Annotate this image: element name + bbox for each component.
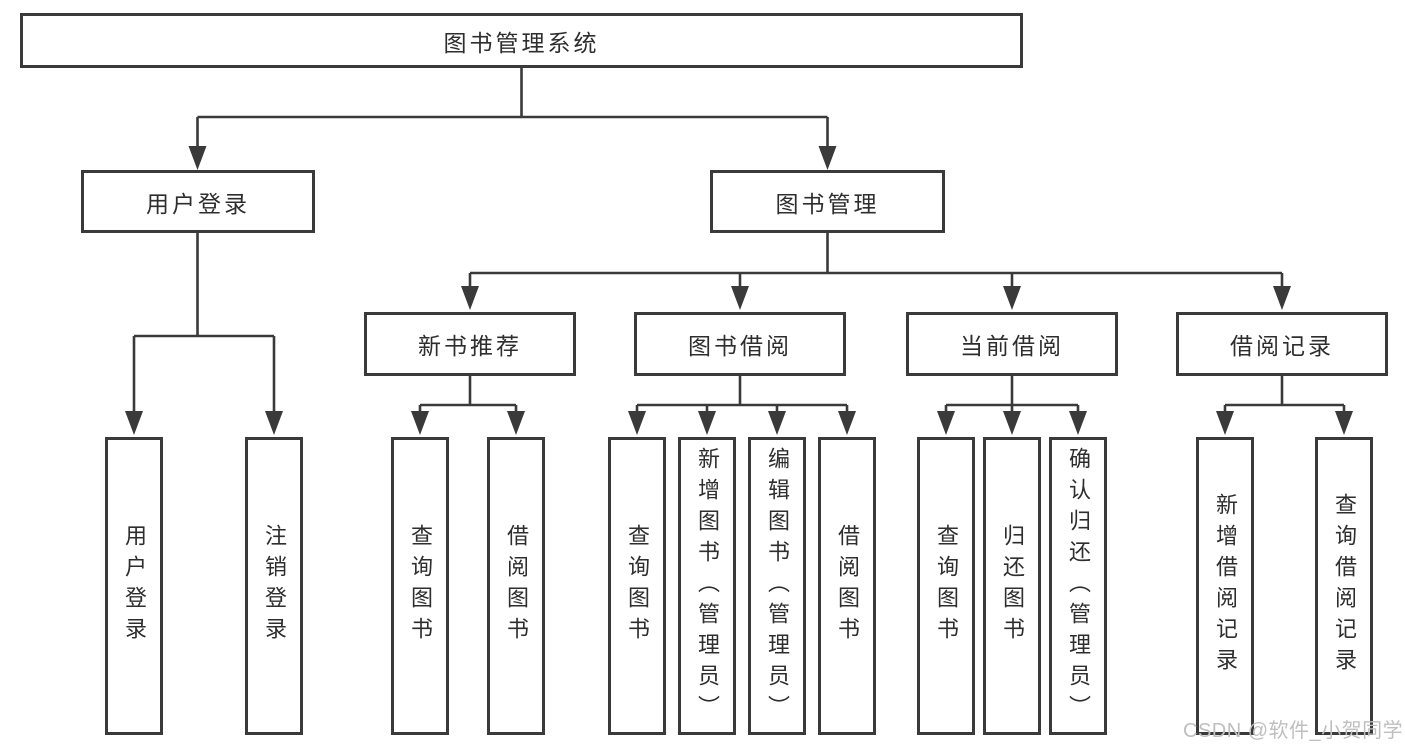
connector-current-borrow-to-leaves [937,376,1087,435]
node-borrow-records-label: 借阅记录 [1230,333,1334,359]
node-new-books-label: 新书推荐 [418,333,522,359]
leaf-query-books-3-label: 查询图书 [934,524,959,648]
leaf-confirm-return-admin-label: 确认归还（管理员） [1066,446,1091,726]
leaf-user-login: 用户登录 [105,437,163,735]
leaf-borrow-books-1: 借阅图书 [487,437,545,735]
leaf-add-book-admin: 新增图书（管理员） [678,437,736,735]
leaf-add-borrow-record: 新增借阅记录 [1196,437,1254,735]
node-root: 图书管理系统 [20,13,1023,68]
node-current-borrow-label: 当前借阅 [960,333,1064,359]
leaf-edit-book-admin-label: 编辑图书（管理员） [765,446,790,726]
node-root-label: 图书管理系统 [443,29,600,56]
leaf-user-login-label: 用户登录 [122,524,147,648]
leaf-query-books-1: 查询图书 [391,437,449,735]
leaf-query-books-1-label: 查询图书 [408,524,433,648]
connector-user-login-to-leaves [125,233,283,435]
node-book-mgmt: 图书管理 [710,170,945,233]
connector-book-mgmt-to-level3 [461,233,1291,310]
node-user-login: 用户登录 [81,170,315,233]
leaf-add-book-admin-label: 新增图书（管理员） [695,446,720,726]
node-new-books: 新书推荐 [364,312,576,376]
csdn-watermark: CSDN @软件_小贺同学 [1183,720,1404,742]
leaf-query-books-2-label: 查询图书 [625,524,650,648]
leaf-query-borrow-record: 查询借阅记录 [1315,437,1373,735]
leaf-borrow-books-1-label: 借阅图书 [504,524,529,648]
leaf-add-borrow-record-label: 新增借阅记录 [1213,493,1238,679]
leaf-return-book-label: 归还图书 [1000,524,1025,648]
node-current-borrow: 当前借阅 [906,312,1118,376]
leaf-query-borrow-record-label: 查询借阅记录 [1332,493,1357,679]
connector-borrow-records-to-leaves [1216,376,1353,435]
node-book-borrow-label: 图书借阅 [688,333,792,359]
connector-book-borrow-to-leaves [628,376,856,435]
leaf-confirm-return-admin: 确认归还（管理员） [1049,437,1107,735]
connector-new-books-to-leaves [411,376,525,435]
leaf-query-books-3: 查询图书 [917,437,975,735]
node-borrow-records: 借阅记录 [1176,312,1388,376]
leaf-logout: 注销登录 [245,437,303,735]
leaf-borrow-books-2: 借阅图书 [818,437,876,735]
node-book-borrow: 图书借阅 [634,312,846,376]
leaf-return-book: 归还图书 [983,437,1041,735]
node-user-login-label: 用户登录 [146,190,250,217]
connector-root-to-level2 [188,68,837,170]
leaf-query-books-2: 查询图书 [608,437,666,735]
node-book-mgmt-label: 图书管理 [775,190,880,217]
leaf-logout-label: 注销登录 [262,524,287,648]
leaf-edit-book-admin: 编辑图书（管理员） [748,437,806,735]
leaf-borrow-books-2-label: 借阅图书 [835,524,860,648]
